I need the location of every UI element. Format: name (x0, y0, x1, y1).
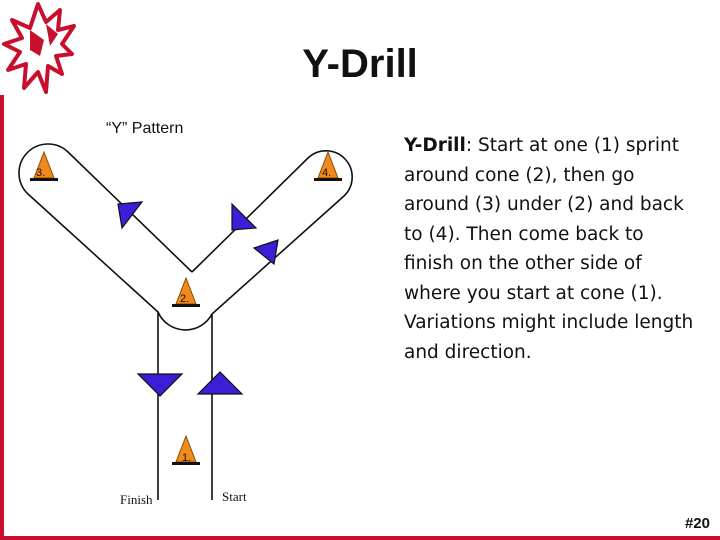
finish-label: Finish (120, 492, 153, 507)
start-label: Start (222, 489, 247, 504)
running-path (18, 143, 353, 500)
cone-label: 2. (180, 293, 189, 305)
cone-label: 4. (322, 167, 331, 179)
cone-3: 3. (30, 150, 58, 181)
cone-1: 1. (172, 434, 200, 465)
left-accent-bar (0, 95, 4, 540)
cone-2: 2. (172, 276, 200, 307)
direction-arrow-icon (196, 371, 244, 395)
cone-4: 4. (314, 150, 342, 181)
pattern-title: “Y” Pattern (106, 120, 183, 137)
direction-arrow-icon (117, 201, 144, 230)
y-pattern-diagram: “Y” Pattern 3. 4. (10, 108, 372, 518)
slide-title: Y-Drill (302, 42, 418, 86)
drill-instructions: : Start at one (1) sprint around cone (2… (404, 135, 694, 363)
drill-description: Y-Drill: Start at one (1) sprint around … (404, 131, 699, 367)
direction-arrow-icon (231, 202, 258, 231)
direction-arrow-icon (136, 373, 184, 397)
eagle-logo-icon (2, 2, 76, 94)
slide-number: #20 (684, 515, 710, 532)
bottom-accent-bar (0, 536, 720, 540)
cone-label: 1. (182, 452, 191, 464)
cone-label: 3. (36, 167, 45, 179)
direction-arrow-icon (252, 239, 279, 266)
drill-name: Y-Drill (404, 135, 466, 156)
